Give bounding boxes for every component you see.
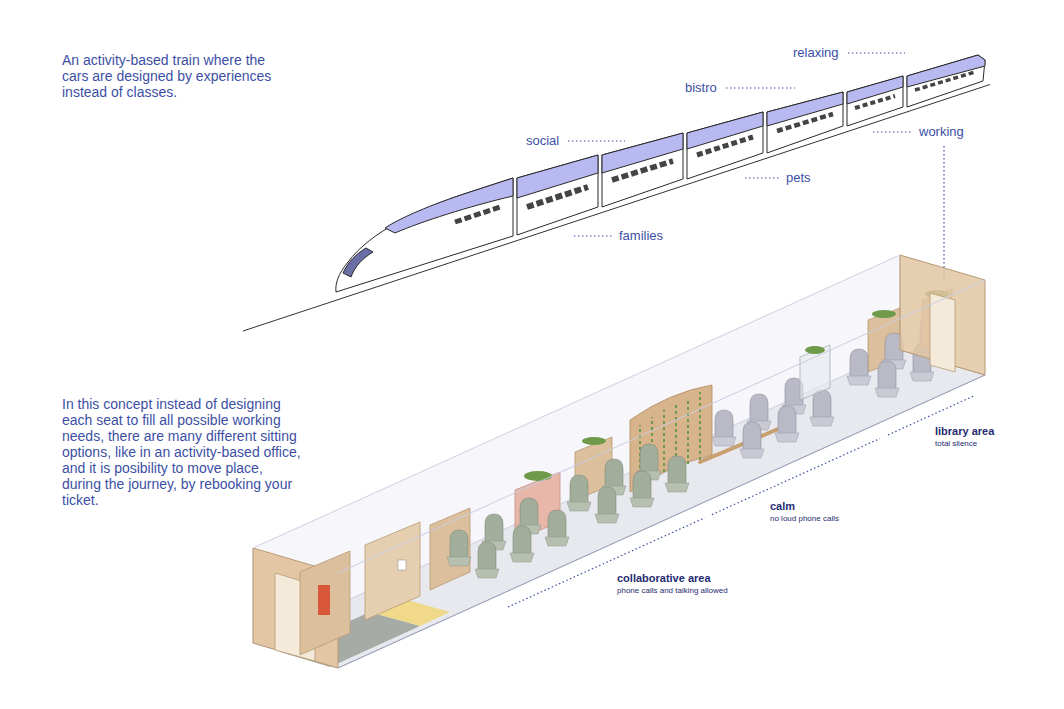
booth-panel xyxy=(365,522,420,620)
locomotive xyxy=(336,178,513,292)
plant xyxy=(582,437,606,445)
car-body xyxy=(687,112,763,179)
glass-booth xyxy=(800,345,830,400)
leader-line xyxy=(943,146,944,285)
car-body xyxy=(517,155,598,235)
roof-edge xyxy=(253,255,900,548)
leader-line xyxy=(745,177,780,178)
door-opening xyxy=(930,293,955,372)
seat xyxy=(595,487,619,523)
windows xyxy=(915,72,975,90)
booth-sign xyxy=(398,560,406,570)
car-label: bistro xyxy=(685,80,717,96)
seat xyxy=(510,526,534,562)
car-body xyxy=(767,92,843,153)
zone-label: calm xyxy=(770,500,795,513)
windows xyxy=(612,161,673,180)
seat xyxy=(447,530,471,566)
zone-line xyxy=(712,439,880,515)
leader-line xyxy=(873,131,913,132)
car-label: relaxing xyxy=(793,45,839,61)
zone-label: library area xyxy=(935,425,994,438)
seat xyxy=(740,422,764,458)
zone-lines xyxy=(508,395,975,607)
car-body xyxy=(602,133,683,207)
car-label: working xyxy=(919,124,964,140)
car-cutaway xyxy=(253,255,985,668)
zone-note: no loud phone calls xyxy=(770,514,839,524)
plant xyxy=(872,310,896,318)
floor-edge xyxy=(338,375,985,668)
seat xyxy=(475,542,499,578)
roof xyxy=(385,178,513,233)
windows xyxy=(455,207,500,222)
windshield xyxy=(343,248,373,277)
seat xyxy=(567,475,591,511)
end-wall xyxy=(900,255,985,375)
windows xyxy=(527,187,588,207)
seat xyxy=(847,349,871,385)
seat xyxy=(630,471,654,507)
leader-line xyxy=(848,52,905,53)
roof-edge xyxy=(338,280,985,573)
seat xyxy=(712,410,736,446)
zone-note: total silence xyxy=(935,439,977,449)
car-label: social xyxy=(526,133,559,149)
booth-panel xyxy=(300,551,350,655)
car-label: families xyxy=(619,228,663,244)
intro-text: An activity-based train where the cars a… xyxy=(62,52,294,100)
roof xyxy=(907,55,985,87)
plant xyxy=(805,346,825,354)
leader-line xyxy=(574,235,613,236)
car-label: pets xyxy=(786,170,811,186)
leader-lines xyxy=(568,53,944,285)
seat xyxy=(545,510,569,546)
seat xyxy=(775,406,799,442)
concept-text: In this concept instead of designing eac… xyxy=(62,396,304,508)
zone-label: collaborative area xyxy=(617,572,711,585)
windows xyxy=(697,137,753,155)
seat xyxy=(665,456,689,492)
zone-note: phone calls and talking allowed xyxy=(617,586,728,596)
roof xyxy=(602,133,683,173)
windows xyxy=(777,114,833,131)
windows xyxy=(855,96,895,108)
train-sketch xyxy=(336,55,985,292)
seat xyxy=(810,390,834,426)
partition xyxy=(430,508,470,590)
door-accent xyxy=(318,585,330,615)
leader-line xyxy=(568,140,625,141)
roof xyxy=(517,155,598,198)
car-body xyxy=(907,55,985,107)
roof xyxy=(847,76,903,104)
plant xyxy=(524,471,552,481)
car-body xyxy=(847,76,903,126)
leader-line xyxy=(726,87,795,88)
seat xyxy=(875,361,899,397)
